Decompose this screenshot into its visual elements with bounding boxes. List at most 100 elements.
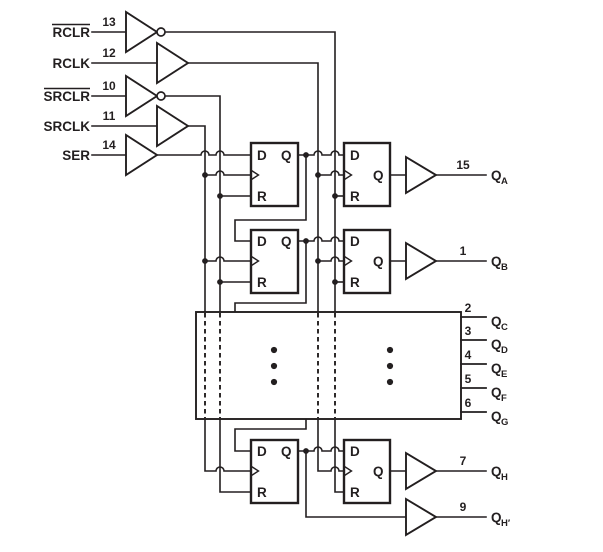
d-label: D bbox=[257, 234, 267, 249]
wire-rclr-bus-bottom bbox=[334, 418, 345, 493]
output-label-subscript: E bbox=[501, 369, 507, 380]
omitted-stages-rect bbox=[195, 311, 462, 420]
junction-dot bbox=[332, 193, 338, 199]
ellipsis-dot bbox=[270, 346, 278, 354]
d-label: D bbox=[257, 444, 267, 459]
inverter-icon bbox=[125, 10, 159, 54]
output-qh: 7 Q H bbox=[405, 451, 508, 491]
buffer-icon bbox=[156, 104, 190, 148]
pin-number: 15 bbox=[456, 158, 470, 172]
output-label-subscript: H′ bbox=[501, 518, 511, 529]
pin-number: 6 bbox=[465, 396, 472, 410]
inverter-bubble-icon bbox=[156, 91, 166, 101]
wire-cascade-b-box bbox=[234, 240, 307, 314]
d-label: D bbox=[257, 148, 267, 163]
wire-qh-prime-branch bbox=[305, 450, 407, 518]
clock-input-icon bbox=[344, 255, 353, 267]
storage-ff-b: D Q R bbox=[342, 228, 392, 295]
output-label-subscript: H bbox=[501, 472, 508, 483]
pin-number: 11 bbox=[103, 109, 116, 123]
shift-ff-a: D Q R bbox=[249, 141, 300, 208]
pin-number: 5 bbox=[465, 372, 472, 386]
input-label-srclr: SRCLR bbox=[44, 89, 91, 104]
d-label: D bbox=[350, 234, 360, 249]
d-label: D bbox=[350, 444, 360, 459]
q-label: Q bbox=[373, 168, 384, 183]
input-row-rclr: RCLR 13 bbox=[52, 10, 166, 54]
inverter-icon bbox=[125, 74, 159, 118]
pin-number: 7 bbox=[460, 454, 467, 468]
output-qc: 2 Q C bbox=[460, 301, 508, 333]
r-label: R bbox=[257, 485, 267, 500]
junction-dot bbox=[303, 238, 309, 244]
output-label-subscript: C bbox=[501, 322, 508, 333]
pin-number: 12 bbox=[102, 46, 116, 60]
output-label: Q bbox=[491, 168, 502, 183]
wire-q-to-d-a bbox=[297, 150, 345, 156]
storage-ff-h: D Q R bbox=[342, 438, 392, 505]
omitted-stages-box bbox=[195, 311, 462, 420]
wire-q-to-d-h bbox=[297, 446, 345, 452]
input-row-rclk: RCLK 12 bbox=[53, 41, 190, 85]
r-label: R bbox=[350, 189, 360, 204]
junction-dot bbox=[202, 172, 208, 178]
clock-input-icon bbox=[344, 169, 353, 181]
junction-dot bbox=[217, 279, 223, 285]
output-label-subscript: F bbox=[501, 393, 507, 404]
output-label: Q bbox=[491, 361, 502, 376]
junction-dot bbox=[315, 258, 321, 264]
input-row-ser: SER 14 bbox=[62, 133, 159, 177]
output-qa: 15 Q A bbox=[405, 155, 508, 195]
storage-ff-a: D Q R bbox=[342, 141, 392, 208]
q-label: Q bbox=[373, 254, 384, 269]
wire-rclk-bus-bottom bbox=[317, 418, 345, 472]
wire-rclk-bus-top bbox=[187, 62, 319, 313]
output-qf: 5 Q F bbox=[460, 372, 507, 404]
output-qe: 4 Q E bbox=[460, 348, 507, 380]
output-label: Q bbox=[491, 409, 502, 424]
r-label: R bbox=[350, 485, 360, 500]
wire-cascade-a-b bbox=[234, 154, 307, 242]
junction-dot bbox=[315, 172, 321, 178]
buffer-icon bbox=[125, 133, 159, 177]
clock-input-icon bbox=[251, 255, 260, 267]
buffer-icon bbox=[156, 41, 190, 85]
wire-srclk-clk-a bbox=[204, 170, 252, 176]
output-label: Q bbox=[491, 314, 502, 329]
q-label: Q bbox=[281, 234, 292, 249]
pin-number: 10 bbox=[102, 79, 116, 93]
shift-ff-h: D Q R bbox=[249, 438, 300, 505]
q-label: Q bbox=[373, 464, 384, 479]
clock-input-icon bbox=[344, 465, 353, 477]
input-row-srclr: SRCLR 10 bbox=[44, 74, 166, 118]
output-qd: 3 Q D bbox=[460, 324, 508, 356]
output-qh-prime: 9 Q H′ bbox=[405, 497, 511, 537]
wire-srclk-bus-top bbox=[187, 125, 206, 313]
output-label: Q bbox=[491, 464, 502, 479]
pin-number: 13 bbox=[102, 15, 116, 29]
wire-ser-to-d bbox=[156, 150, 252, 156]
output-label-subscript: A bbox=[501, 176, 508, 187]
junction-dot bbox=[303, 448, 309, 454]
clock-input-icon bbox=[251, 465, 260, 477]
ellipsis-dot bbox=[386, 378, 394, 386]
buffer-icon bbox=[405, 497, 438, 537]
wire-rclr-bus-top bbox=[164, 31, 336, 313]
output-label-subscript: G bbox=[501, 417, 508, 428]
junction-dot bbox=[303, 152, 309, 158]
ellipsis-dot bbox=[386, 362, 394, 370]
shift-ff-b: D Q R bbox=[249, 228, 300, 295]
output-label: Q bbox=[491, 337, 502, 352]
buffer-icon bbox=[405, 155, 438, 195]
q-label: Q bbox=[281, 444, 292, 459]
input-label-ser: SER bbox=[62, 148, 90, 163]
output-qb: 1 Q B bbox=[405, 241, 508, 281]
buffer-icon bbox=[405, 241, 438, 281]
output-qg: 6 Q G bbox=[460, 396, 508, 428]
input-label-srclk: SRCLK bbox=[44, 119, 91, 134]
wire-srclk-bus-bottom bbox=[204, 418, 252, 472]
junction-dot bbox=[217, 193, 223, 199]
junction-dot bbox=[332, 279, 338, 285]
